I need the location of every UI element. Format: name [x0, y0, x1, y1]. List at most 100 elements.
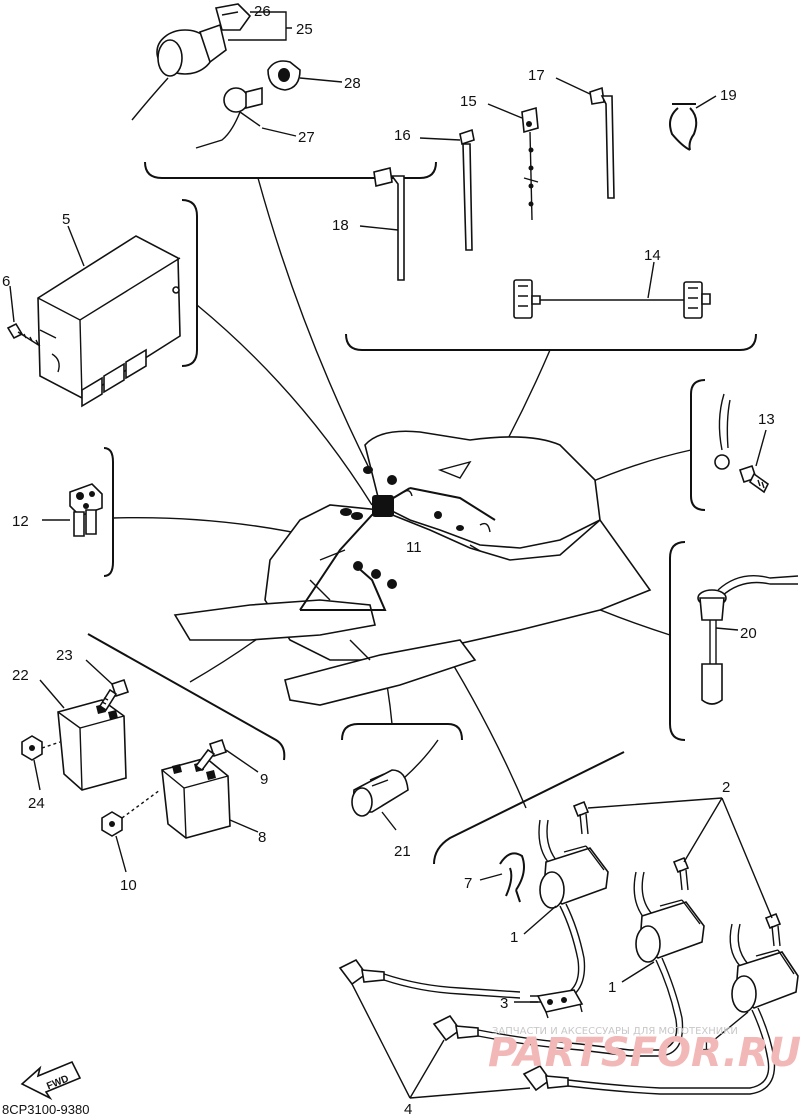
- label-18: 18: [332, 217, 349, 234]
- coil-1b: [630, 871, 705, 1057]
- frame-22: [87, 633, 286, 761]
- label-4: 4: [404, 1101, 412, 1117]
- frame-20: [669, 541, 686, 741]
- label-27: 27: [298, 129, 315, 146]
- leader-14: [647, 261, 655, 299]
- screw-2a: [572, 800, 590, 835]
- coil-1c: [716, 923, 799, 1095]
- label-13: 13: [758, 411, 775, 428]
- label-17: 17: [528, 67, 545, 84]
- leader-23-part: [85, 659, 113, 685]
- leader-1c: [713, 1011, 749, 1041]
- leader-5: [67, 225, 85, 267]
- leader-17: [555, 77, 591, 95]
- leader-22-part: [39, 679, 65, 709]
- watermark-tagline: ЗАПЧАСТИ И АКСЕССУАРЫ ДЛЯ МОТОТЕХНИКИ: [492, 1026, 738, 1037]
- leader-16: [419, 137, 461, 141]
- frame-13: [690, 379, 706, 511]
- part-15-sensor: [521, 106, 539, 221]
- label-26: 26: [254, 3, 271, 20]
- part-8-unit: [161, 757, 231, 839]
- frame-top-right: [345, 333, 757, 351]
- frame-21: [341, 723, 463, 741]
- main-switch: [131, 23, 227, 121]
- leader-10-dash: [121, 789, 161, 819]
- label-1a: 1: [510, 929, 518, 946]
- leader-24-dash: [41, 741, 61, 749]
- label-21: 21: [394, 843, 411, 860]
- coil-1a: [530, 819, 609, 1003]
- part-24-nut: [21, 735, 43, 761]
- leader-19: [695, 95, 717, 109]
- ring-nut: [267, 60, 301, 91]
- label-1b: 1: [608, 979, 616, 996]
- label-22: 22: [12, 667, 29, 684]
- label-8: 8: [258, 829, 266, 846]
- part-18-stay: [373, 167, 405, 281]
- leader-13-part: [755, 429, 767, 467]
- leader-27: [261, 127, 297, 137]
- part-9-bolt: [194, 738, 228, 772]
- part-21-condenser: [351, 739, 439, 817]
- leader-10-part: [115, 835, 127, 873]
- label-19: 19: [720, 87, 737, 104]
- part-7-clip: [499, 852, 525, 903]
- label-9: 9: [260, 771, 268, 788]
- part-16-tie: [459, 128, 475, 251]
- part-17-stay: [589, 86, 615, 199]
- label-16: 16: [394, 127, 411, 144]
- leader-28: [299, 77, 343, 83]
- leader-1b: [621, 961, 655, 983]
- screw-2c: [764, 912, 782, 947]
- indicator-light: [195, 86, 263, 149]
- leader-8-part: [229, 819, 259, 833]
- label-24: 24: [28, 795, 45, 812]
- key: [214, 3, 252, 31]
- part-6-bolt: [6, 322, 41, 347]
- plug-cap-4c: [522, 1064, 716, 1095]
- leader-7-part: [479, 873, 503, 881]
- part-10-nut: [101, 811, 123, 837]
- label-12: 12: [12, 513, 29, 530]
- label-7: 7: [464, 875, 472, 892]
- leader-18: [359, 225, 399, 231]
- wire-harness: [299, 466, 496, 611]
- part-20-switch: [697, 575, 799, 705]
- label-23: 23: [56, 647, 73, 664]
- part-19-clip: [669, 103, 698, 151]
- part-12-relay: [69, 483, 103, 537]
- plug-cap-4a: [338, 958, 521, 999]
- part-22-unit: [57, 699, 127, 791]
- ecu-unit: [37, 235, 181, 408]
- leader-24-part: [33, 759, 41, 791]
- frame-coils: [433, 751, 625, 865]
- leader-top-left: [257, 177, 371, 471]
- leader-4: [351, 983, 531, 1099]
- leader-1a: [523, 905, 557, 935]
- part-23-bolt: [98, 678, 130, 712]
- label-11: 11: [406, 539, 422, 556]
- plug-cap-4b: [432, 1014, 631, 1057]
- leader-20-part: [715, 627, 739, 631]
- label-6: 6: [2, 273, 10, 290]
- leader-ecu: [196, 304, 373, 506]
- label-25: 25: [296, 21, 313, 38]
- leader-9-part: [225, 749, 259, 773]
- leader-21-part: [381, 811, 397, 831]
- frame-12: [103, 447, 114, 577]
- part-3-connector: [536, 989, 584, 1019]
- leader-6: [9, 285, 15, 323]
- leader-2: [587, 797, 773, 919]
- label-1c: 1: [702, 1037, 710, 1054]
- label-5: 5: [62, 211, 70, 228]
- label-3: 3: [500, 995, 508, 1012]
- leader-15: [487, 103, 523, 119]
- frame-top-left: [144, 161, 437, 179]
- label-20: 20: [740, 625, 757, 642]
- part-14-lead: [513, 279, 711, 319]
- label-15: 15: [460, 93, 477, 110]
- frame-ecu: [181, 199, 198, 367]
- vehicle-frame: [173, 430, 652, 706]
